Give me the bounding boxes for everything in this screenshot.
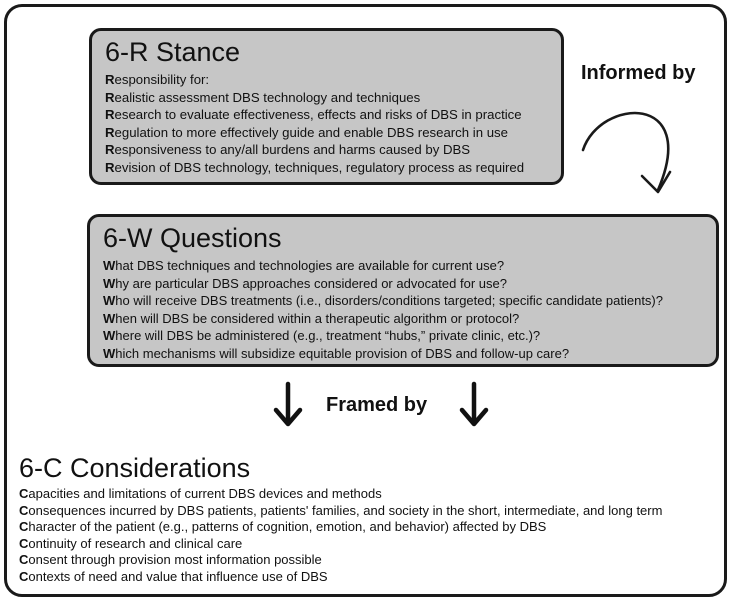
six-c-item: Continuity of research and clinical care <box>19 536 662 553</box>
item-initial: R <box>105 89 115 105</box>
item-initial: C <box>19 552 29 567</box>
item-initial: R <box>105 142 115 157</box>
six-w-item: Where will DBS be administered (e.g., tr… <box>103 327 716 345</box>
item-text: ealistic assessment DBS technology and t… <box>114 89 421 105</box>
item-initial: W <box>103 310 116 326</box>
six-c-item: Consent through provision most informati… <box>19 552 662 569</box>
down-arrow-icon <box>273 381 303 427</box>
item-initial: W <box>103 328 116 343</box>
six-c-list: Capacities and limitations of current DB… <box>19 486 662 585</box>
item-text: ho will receive DBS treatments (i.e., di… <box>115 293 663 308</box>
six-w-item: When will DBS be considered within a the… <box>103 310 716 328</box>
six-r-item: Responsiveness to any/all burdens and ha… <box>105 141 561 159</box>
six-c-considerations-section: 6-C Considerations Capacities and limita… <box>19 453 662 585</box>
six-c-item: Character of the patient (e.g., patterns… <box>19 519 662 536</box>
item-text: evision of DBS technology, techniques, r… <box>114 159 525 175</box>
six-r-item: Realistic assessment DBS technology and … <box>105 89 561 107</box>
item-text: esponsiveness to any/all burdens and har… <box>114 142 471 157</box>
item-initial: C <box>19 535 29 551</box>
item-text: onsequences incurred by DBS patients, pa… <box>28 502 663 518</box>
item-initial: W <box>103 258 116 273</box>
item-initial: C <box>19 519 29 534</box>
item-text: esponsibility for: <box>114 72 210 87</box>
informed-by-label: Informed by <box>581 62 696 84</box>
six-r-item: Revision of DBS technology, techniques, … <box>105 159 561 177</box>
six-c-title: 6-C Considerations <box>19 453 251 483</box>
item-text: hat DBS techniques and technologies are … <box>115 258 505 273</box>
six-r-item: Responsibility for: <box>105 71 561 89</box>
item-initial: C <box>19 486 29 501</box>
item-text: hich mechanisms will subsidize equitable… <box>115 345 570 361</box>
six-c-item: Consequences incurred by DBS patients, p… <box>19 503 662 520</box>
item-text: ontexts of need and value that influence… <box>28 568 328 584</box>
six-r-title: 6-R Stance <box>105 37 241 67</box>
item-text: here will DBS be administered (e.g., tre… <box>115 328 541 343</box>
item-text: esearch to evaluate effectiveness, effec… <box>114 107 522 122</box>
six-c-item: Capacities and limitations of current DB… <box>19 486 662 503</box>
curved-arrow-icon <box>581 111 672 194</box>
item-text: hy are particular DBS approaches conside… <box>115 275 507 291</box>
item-initial: R <box>105 159 115 175</box>
item-initial: R <box>105 72 115 87</box>
item-initial: W <box>103 293 116 308</box>
item-initial: R <box>105 124 115 140</box>
item-text: egulation to more effectively guide and … <box>114 124 508 140</box>
six-w-item: Who will receive DBS treatments (i.e., d… <box>103 292 716 310</box>
six-w-item: Why are particular DBS approaches consid… <box>103 275 716 293</box>
six-w-list: What DBS techniques and technologies are… <box>103 257 716 362</box>
six-r-item: Research to evaluate effectiveness, effe… <box>105 106 561 124</box>
six-w-item: Which mechanisms will subsidize equitabl… <box>103 345 716 363</box>
item-text: apacities and limitations of current DBS… <box>28 486 382 501</box>
item-text: haracter of the patient (e.g., patterns … <box>28 519 547 534</box>
item-initial: R <box>105 107 115 122</box>
item-initial: W <box>103 275 116 291</box>
six-c-item: Contexts of need and value that influenc… <box>19 569 662 586</box>
item-initial: C <box>19 502 29 518</box>
item-initial: W <box>103 345 116 361</box>
six-w-title: 6-W Questions <box>103 223 282 253</box>
item-text: ontinuity of research and clinical care <box>28 535 243 551</box>
down-arrow-icon <box>459 381 489 427</box>
six-r-stance-box: 6-R Stance Responsibility for: Realistic… <box>89 28 564 185</box>
six-r-list: Responsibility for: Realistic assessment… <box>105 71 561 176</box>
six-w-questions-box: 6-W Questions What DBS techniques and te… <box>87 214 719 367</box>
item-initial: C <box>19 568 29 584</box>
framed-by-label: Framed by <box>326 394 428 416</box>
six-w-item: What DBS techniques and technologies are… <box>103 257 716 275</box>
item-text: onsent through provision most informatio… <box>28 552 322 567</box>
item-text: hen will DBS be considered within a ther… <box>115 310 520 326</box>
diagram-frame <box>4 4 727 597</box>
six-r-item: Regulation to more effectively guide and… <box>105 124 561 142</box>
